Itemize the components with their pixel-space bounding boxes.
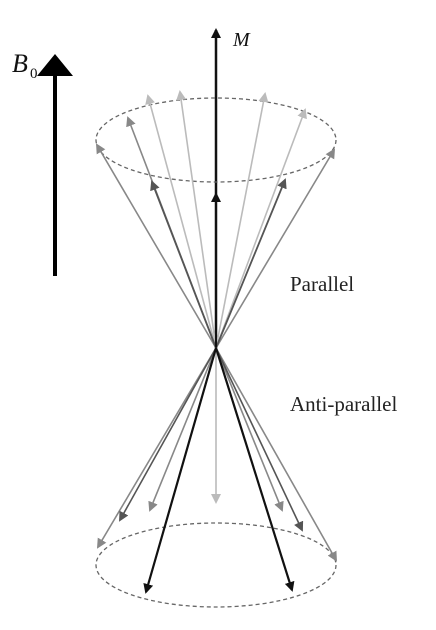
- spin-vector: [214, 347, 295, 592]
- spin-vector: [176, 90, 217, 349]
- spin-vector: [95, 143, 217, 349]
- spin-vector: [215, 347, 284, 512]
- parallel-label: Parallel: [290, 272, 354, 296]
- spin-vector: [119, 347, 217, 522]
- upper-precession-ellipse: [95, 97, 337, 183]
- magnetization-label: M: [232, 29, 251, 51]
- spin-vector: [96, 347, 217, 549]
- spin-vector: [148, 347, 217, 512]
- spin-vector: [215, 347, 337, 562]
- field-label-subscript: 0: [30, 66, 38, 82]
- spin-vector: [215, 148, 336, 349]
- spin-vector: [145, 94, 217, 349]
- spin-vector: [215, 108, 307, 349]
- field-label: B: [12, 49, 28, 78]
- lower-precession-ellipse: [95, 522, 337, 608]
- spin-vector: [150, 180, 217, 349]
- spin-vector: [215, 92, 269, 349]
- spin-vector: [215, 178, 287, 349]
- spin-vector: [143, 347, 218, 594]
- parallel-spin-vectors: [95, 90, 336, 349]
- anti-parallel-spin-vectors: [96, 347, 337, 594]
- anti-parallel-label: Anti-parallel: [290, 392, 397, 416]
- spin-vector: [215, 347, 304, 532]
